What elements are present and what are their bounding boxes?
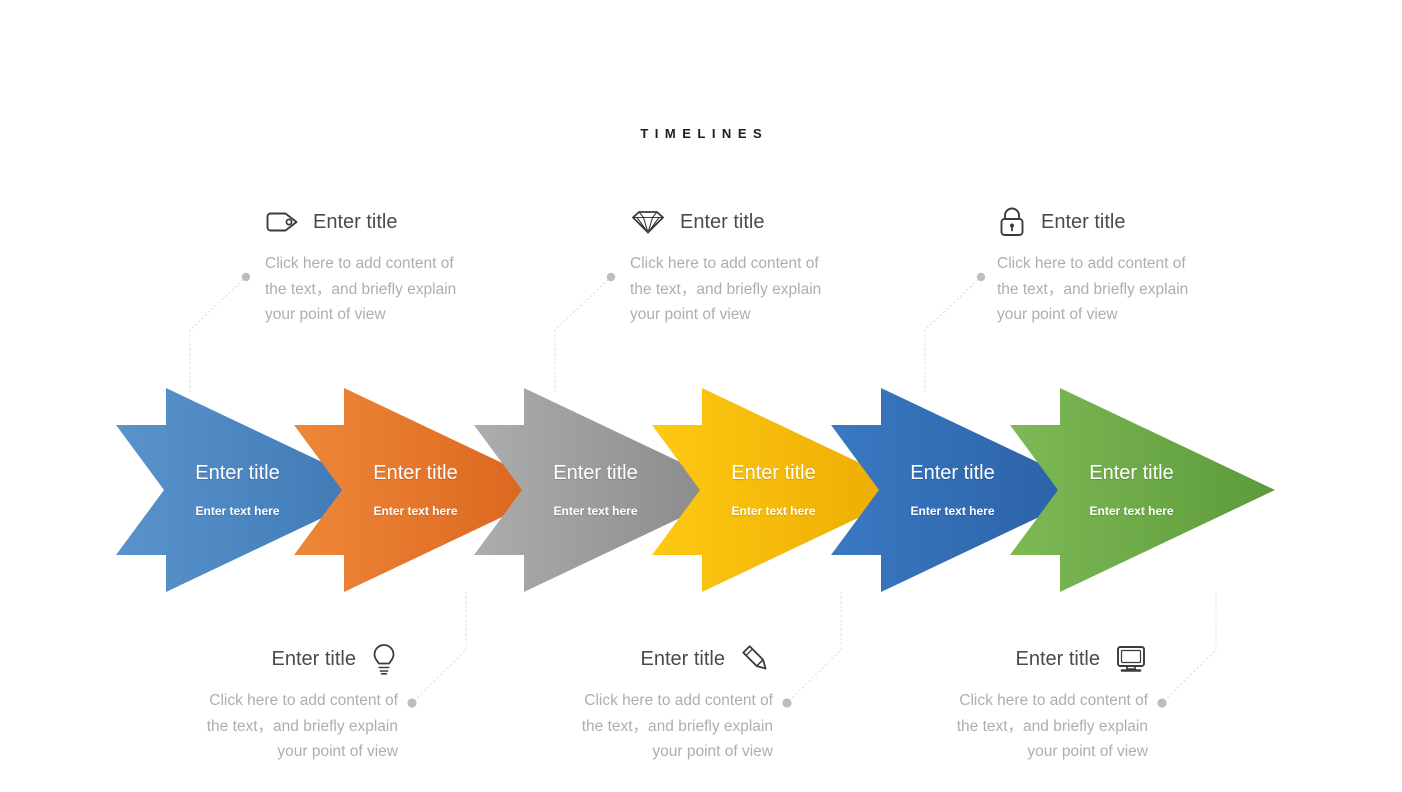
callout-bottom-3[interactable]: Enter title Click here to add content of…	[938, 640, 1148, 765]
callout-body: Click here to add content of the text，an…	[581, 692, 773, 760]
monitor-icon	[1114, 643, 1148, 675]
tag-icon	[265, 208, 299, 236]
callout-body: Click here to add content of the text，an…	[206, 692, 398, 760]
callout-body: Click here to add content of the text，an…	[997, 255, 1189, 323]
callout-title: Enter title	[313, 211, 398, 233]
callout-title: Enter title	[1041, 211, 1126, 233]
callout-top-2[interactable]: Enter title Click here to add content of…	[630, 203, 840, 328]
callout-top-1[interactable]: Enter title Click here to add content of…	[265, 203, 475, 328]
connector-dot	[606, 272, 616, 282]
page-title: TIMELINES	[640, 126, 769, 141]
connector-dot	[976, 272, 986, 282]
arrow-step-6[interactable]: Enter title Enter text here	[1010, 388, 1275, 592]
callout-title: Enter title	[640, 648, 725, 670]
callout-title: Enter title	[271, 648, 356, 670]
callout-bottom-2[interactable]: Enter title Click here to add content of…	[563, 640, 773, 765]
callout-top-3[interactable]: Enter title Click here to add content of…	[997, 203, 1207, 328]
lock-icon	[997, 206, 1027, 238]
connector-dot	[241, 272, 251, 282]
lightbulb-icon	[370, 642, 398, 676]
callout-header: Enter title	[188, 640, 398, 678]
connector-dot	[782, 698, 792, 708]
callout-title: Enter title	[1015, 648, 1100, 670]
callout-body: Click here to add content of the text，an…	[630, 255, 822, 323]
callout-header: Enter title	[997, 203, 1207, 241]
connector-dot	[1157, 698, 1167, 708]
callout-body: Click here to add content of the text，an…	[956, 692, 1148, 760]
callout-header: Enter title	[630, 203, 840, 241]
callout-header: Enter title	[265, 203, 475, 241]
callout-body: Click here to add content of the text，an…	[265, 255, 457, 323]
callout-header: Enter title	[563, 640, 773, 678]
diamond-icon	[630, 209, 666, 235]
pencil-icon	[739, 642, 773, 676]
callout-header: Enter title	[938, 640, 1148, 678]
callout-bottom-1[interactable]: Enter title Click here to add content of…	[188, 640, 398, 765]
timeline-arrow-band: Enter title Enter text here Enter title …	[0, 388, 1402, 592]
connector-dot	[407, 698, 417, 708]
callout-title: Enter title	[680, 211, 765, 233]
